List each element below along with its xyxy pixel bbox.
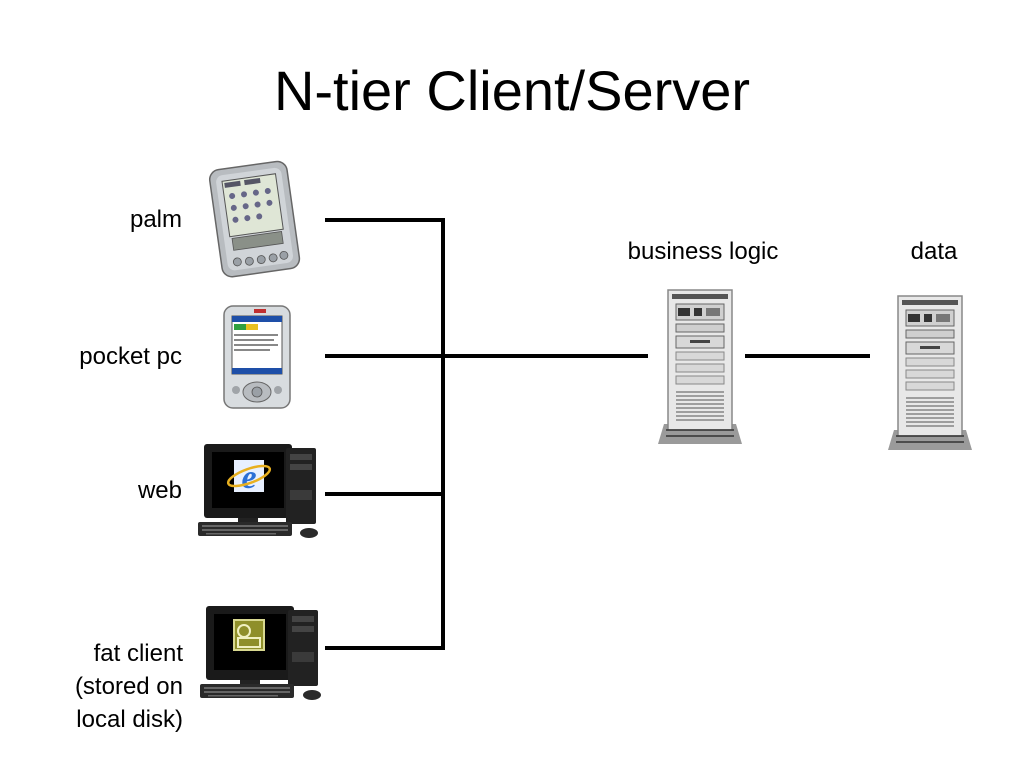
label-business-logic: business logic [627,238,779,265]
label-data: data [910,238,958,265]
business-logic-server-icon [658,289,742,444]
label-fat-client-line-2: (stored on [74,673,183,700]
pocket-pc-device-icon [223,305,291,409]
svg-text:e: e [241,459,256,496]
palm-device-icon [208,160,301,278]
label-fat-client-line-1: fat client [93,640,183,667]
web-computer-icon: e [198,444,318,538]
fat-client-computer-icon [200,606,321,700]
slide-title: N-tier Client/Server [273,59,751,122]
data-server-icon [888,295,972,450]
label-fat-client-line-3: local disk) [76,706,183,733]
connection-lines [325,218,870,650]
label-fat-client: fat client (stored on local disk) [20,637,183,736]
label-pocket-pc: pocket pc [79,343,182,370]
label-palm: palm [129,206,182,233]
label-web: web [137,477,182,504]
